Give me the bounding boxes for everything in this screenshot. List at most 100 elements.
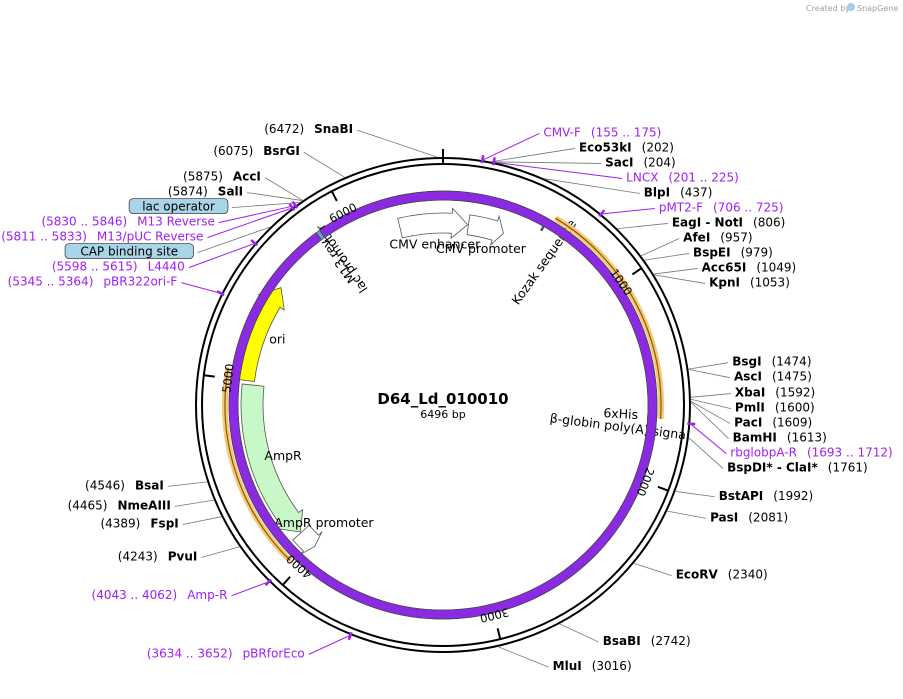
site-leader (667, 510, 707, 519)
enzyme-saci[interactable]: SacI(204) (491, 155, 676, 169)
enzyme-acc65i[interactable]: Acc65I(1049) (653, 260, 797, 275)
tick-mark (496, 628, 502, 640)
enzyme-bsgi[interactable]: BsgI (1474) (688, 355, 812, 370)
enzyme-nmeaiii[interactable]: (4465)NmeAIII (68, 498, 215, 512)
site-leader (482, 133, 540, 161)
enzyme-snabi[interactable]: (6472)SnaBI (264, 122, 438, 158)
enzyme-name: MluI (553, 659, 582, 673)
enzyme-paci[interactable]: PacI(1609) (690, 401, 812, 430)
enzyme-position: (957) (720, 230, 752, 244)
site-leader (690, 398, 732, 409)
enzyme-bamhi[interactable]: BamHI(1613) (690, 402, 827, 445)
enzyme-position: (1992) (773, 489, 813, 503)
feature-arrow[interactable] (240, 383, 304, 533)
enzyme-xbai[interactable]: XbaI(1592) (690, 386, 815, 400)
primer-range: (5345 .. 5364) (8, 275, 94, 289)
site-label: BsgI (1474) (732, 355, 811, 369)
enzyme-name: BsgI (732, 355, 761, 369)
site-label: BspEI(979) (693, 245, 773, 259)
site-label: BstAPI(1992) (719, 489, 813, 503)
enzyme-name: FspI (150, 516, 178, 530)
primer-range: (1693 .. 1712) (807, 446, 893, 460)
enzyme-fspi[interactable]: (4389)FspI (100, 516, 222, 530)
enzyme-eagi-noti[interactable]: EagI - NotI(806) (617, 215, 785, 229)
feature-arrow[interactable] (466, 214, 504, 247)
primer-range: (5830 .. 5846) (41, 215, 127, 229)
enzyme-position: (437) (680, 185, 712, 199)
enzyme-bstapi[interactable]: BstAPI(1992) (675, 489, 813, 503)
primer-m13-reverse[interactable]: (5830 .. 5846)M13 Reverse (41, 200, 299, 229)
enzyme-afei[interactable]: AfeI(957) (640, 230, 753, 257)
enzyme-bsrgi[interactable]: (6075)BsrGI (213, 144, 345, 178)
watermark-text: Created by (806, 4, 850, 13)
enzyme-name: AscI (734, 370, 762, 384)
enzyme-bspdi-clai[interactable]: BspDI* - ClaI*(1761) (688, 437, 868, 475)
feature-cmv-enhancer[interactable]: CMV enhancer (389, 207, 481, 252)
feature-arrow[interactable] (397, 207, 469, 240)
primer-pbr322ori-f[interactable]: (5345 .. 5364)pBR322ori-F (8, 275, 225, 296)
orf-line (224, 367, 291, 562)
site-leader (675, 491, 715, 498)
misc-cap-binding-site[interactable]: CAP binding site (64, 226, 271, 260)
enzyme-position: (2340) (728, 568, 768, 582)
enzyme-position: (1474) (772, 355, 812, 369)
enzyme-asci[interactable]: AscI(1475) (688, 368, 812, 384)
enzyme-pmli[interactable]: PmlI(1600) (690, 398, 815, 415)
primer-m13-puc-reverse[interactable]: (5811 .. 5833)M13/pUC Reverse (1, 203, 296, 244)
feature-cmv-promoter[interactable]: CMV promoter (436, 214, 527, 256)
tick-mark (631, 267, 642, 276)
site-label: (5875)AccI (183, 170, 261, 184)
enzyme-pasi[interactable]: PasI(2081) (667, 510, 788, 524)
enzyme-name: BspEI (693, 245, 731, 259)
enzyme-kpni[interactable]: KpnI(1053) (654, 274, 790, 290)
feature-ori[interactable]: ori (234, 287, 286, 382)
site-leader (654, 274, 706, 284)
primer-pbrforeco[interactable]: (3634 .. 3652)pBRforEco (147, 631, 353, 660)
enzyme-acci[interactable]: (5875)AccI (183, 170, 304, 201)
site-leader (653, 268, 698, 275)
enzyme-position: (1600) (775, 401, 815, 415)
feature-ampr-promoter[interactable]: AmpR promoter (274, 515, 374, 556)
enzyme-bsabi[interactable]: BsaBI(2742) (559, 623, 691, 648)
enzyme-bspei[interactable]: BspEI(979) (644, 245, 773, 261)
site-label: EagI - NotI(806) (672, 215, 785, 229)
site-label: SacI(204) (605, 155, 676, 169)
site-leader (640, 238, 680, 257)
site-label: (3634 .. 3652)pBRforEco (147, 646, 305, 660)
feature-ampr[interactable]: AmpR (240, 383, 304, 533)
enzyme-sali[interactable]: (5874)SalI (168, 185, 303, 201)
feature-arrow[interactable] (292, 524, 323, 556)
primer-l4440[interactable]: (5598 .. 5615)L4440 (52, 239, 259, 274)
primer-rbglobpa-r[interactable]: rbglobpA-R(1693 .. 1712) (687, 422, 893, 460)
primer-cmv-f[interactable]: CMV-F(155 .. 175) (480, 125, 661, 164)
primer-amp-r[interactable]: (4043 .. 4062)Amp-R (92, 578, 272, 602)
misc-lac-operator[interactable]: lac operator (128, 198, 300, 215)
enzyme-eco53ki[interactable]: Eco53kI(202) (491, 140, 674, 163)
enzyme-ecorv[interactable]: EcoRV (2340) (633, 562, 768, 582)
enzyme-name: AccI (233, 170, 261, 184)
site-leader (207, 207, 293, 239)
misc-box (64, 243, 194, 260)
enzyme-bsai[interactable]: (4546)BsaI (85, 478, 208, 492)
feature-ampr-orf[interactable] (221, 367, 293, 563)
site-leader (247, 192, 303, 201)
primer-lncx[interactable]: LNCX(201 .. 225) (491, 157, 739, 184)
primer-range: (706 .. 725) (713, 200, 783, 214)
primer-pmt2-f[interactable]: pMT2-F(706 .. 725) (598, 200, 783, 218)
enzyme-name: EcoRV (676, 568, 719, 582)
site-label: (5345 .. 5364)pBR322ori-F (8, 275, 178, 289)
enzyme-mlui[interactable]: MluI(3016) (498, 646, 632, 673)
plasmid-size: 6496 bp (420, 408, 465, 421)
enzyme-name: BsaBI (603, 634, 641, 648)
site-label: (5830 .. 5846)M13 Reverse (41, 215, 214, 229)
enzyme-pvui[interactable]: (4243)PvuI (118, 546, 240, 564)
enzyme-position: (1053) (750, 275, 790, 289)
site-label: BlpI(437) (644, 185, 713, 199)
primer-name: Amp-R (187, 588, 227, 602)
feature-orf[interactable] (553, 215, 665, 420)
enzyme-position: (806) (753, 215, 785, 229)
feature-box[interactable] (228, 190, 658, 620)
enzyme-blpi[interactable]: BlpI(437) (544, 178, 713, 200)
primer-mark (291, 200, 299, 209)
site-label: KpnI(1053) (709, 275, 790, 289)
